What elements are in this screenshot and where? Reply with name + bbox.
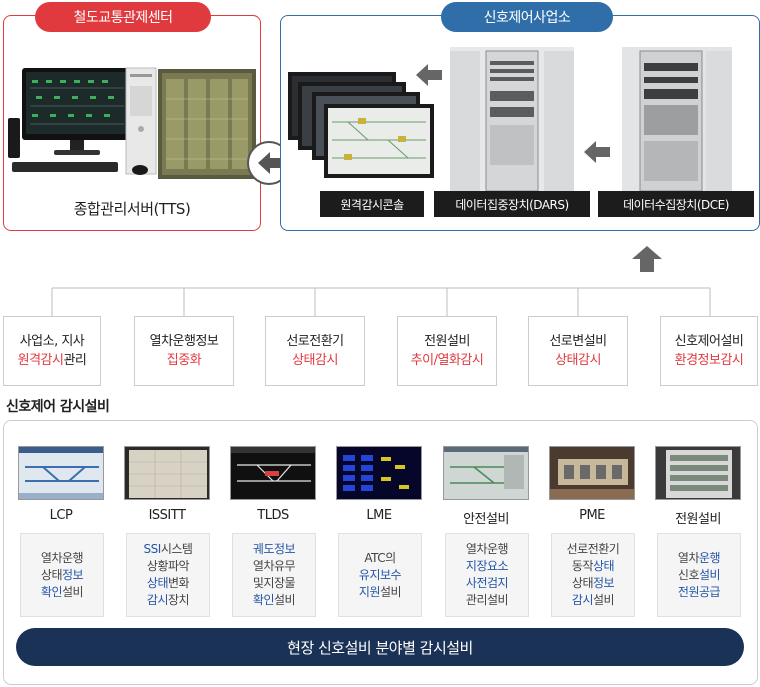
description-line: 지장요소 — [465, 559, 509, 573]
device-name: 전원설비 — [675, 512, 721, 527]
tlds-photo — [230, 446, 316, 500]
device-name: PME — [579, 508, 605, 523]
description-line: 확인설비 — [252, 593, 296, 607]
description-line: 열차유무 — [252, 559, 296, 573]
left-arrow-icon — [584, 141, 610, 163]
section-title: 신호제어 감시설비 — [6, 399, 110, 415]
description-line: 열차운행 — [40, 550, 84, 565]
category-line2: 상태감시 — [555, 353, 601, 368]
pme-photo — [549, 446, 635, 500]
signal-office-header: 신호제어사업소 — [441, 2, 613, 32]
description-line: 전원공급 — [677, 584, 721, 599]
issitt-photo — [124, 446, 210, 500]
category-card: 열차운행정보 집중화 — [134, 316, 234, 386]
description-line: 감시설비 — [571, 593, 615, 607]
description-line: 확인설비 — [40, 584, 84, 599]
description-line: 동작상태 — [571, 559, 615, 573]
description-line: ATC의 — [364, 550, 396, 565]
description-line: 및지장물 — [252, 576, 296, 590]
description-line: 지원설비 — [358, 584, 402, 599]
category-line2: 추이/열화감시 — [410, 353, 484, 368]
category-card: 신호제어설비 환경정보감시 — [660, 316, 758, 386]
description-line: 감시장치 — [146, 593, 190, 607]
description-line: SSI시스템 — [143, 542, 193, 556]
remote-console-label: 원격감시콘솔 — [320, 191, 424, 217]
tts-server-photo — [8, 66, 158, 182]
description-line: 열차운행 — [465, 542, 509, 556]
lme-photo — [336, 446, 422, 500]
power-equipment-photo — [655, 446, 741, 500]
device-name: ISSITT — [148, 508, 186, 523]
dce-label: 데이터수집장치(DCE) — [598, 191, 754, 217]
category-card: 전원설비 추이/열화감시 — [397, 316, 497, 386]
category-line1: 전원설비 — [424, 334, 470, 349]
description-line: 상황파악 — [146, 559, 190, 573]
description-line: 궤도정보 — [252, 542, 296, 556]
category-line1: 신호제어설비 — [674, 334, 744, 349]
category-card: 선로전환기 상태감시 — [265, 316, 365, 386]
description-line: 선로전환기 — [566, 542, 620, 556]
description-line: 상태정보 — [40, 567, 84, 582]
device-name: LME — [366, 508, 392, 523]
field-monitoring-bar: 현장 신호설비 분야별 감시설비 — [16, 628, 744, 666]
category-line1: 선로전환기 — [286, 334, 344, 349]
category-line2: 집중화 — [166, 353, 202, 368]
control-room-photo — [158, 69, 256, 179]
lcp-photo — [18, 446, 104, 500]
dars-rack-photo — [450, 47, 574, 192]
up-arrow-icon — [632, 246, 662, 272]
control-center-header: 철도교통관제센터 — [35, 2, 211, 32]
category-card: 선로변설비 상태감시 — [528, 316, 628, 386]
left-arrow-icon — [416, 64, 442, 86]
category-line2: 환경정보감시 — [674, 353, 744, 368]
description-line: 신호설비 — [677, 567, 721, 582]
category-card: 사업소, 지사 원격감시관리 — [3, 316, 101, 386]
dce-rack-photo — [622, 47, 732, 192]
left-arrow-circle-icon — [246, 140, 292, 186]
remote-console-photo — [288, 70, 434, 182]
description-line: 유지보수 — [358, 567, 402, 582]
description-line: 사전검지 — [465, 576, 509, 590]
device-name: 안전설비 — [463, 512, 509, 527]
connector-lines — [0, 280, 760, 320]
description-line: 상태정보 — [571, 576, 615, 590]
tts-caption: 종합관리서버(TTS) — [73, 200, 191, 218]
dars-label: 데이터집중장치(DARS) — [434, 191, 590, 217]
description-line: 관리설비 — [465, 593, 509, 607]
device-name: LCP — [49, 508, 73, 523]
category-line1: 열차운행정보 — [149, 334, 219, 349]
category-line1: 사업소, 지사 — [19, 334, 85, 349]
category-line1: 선로변설비 — [549, 334, 607, 349]
description-line: 열차운행 — [677, 550, 721, 565]
device-name: TLDS — [257, 508, 289, 523]
safety-equipment-photo — [443, 446, 529, 500]
category-line2: 상태감시 — [292, 353, 338, 368]
description-line: 상태변화 — [146, 576, 190, 590]
